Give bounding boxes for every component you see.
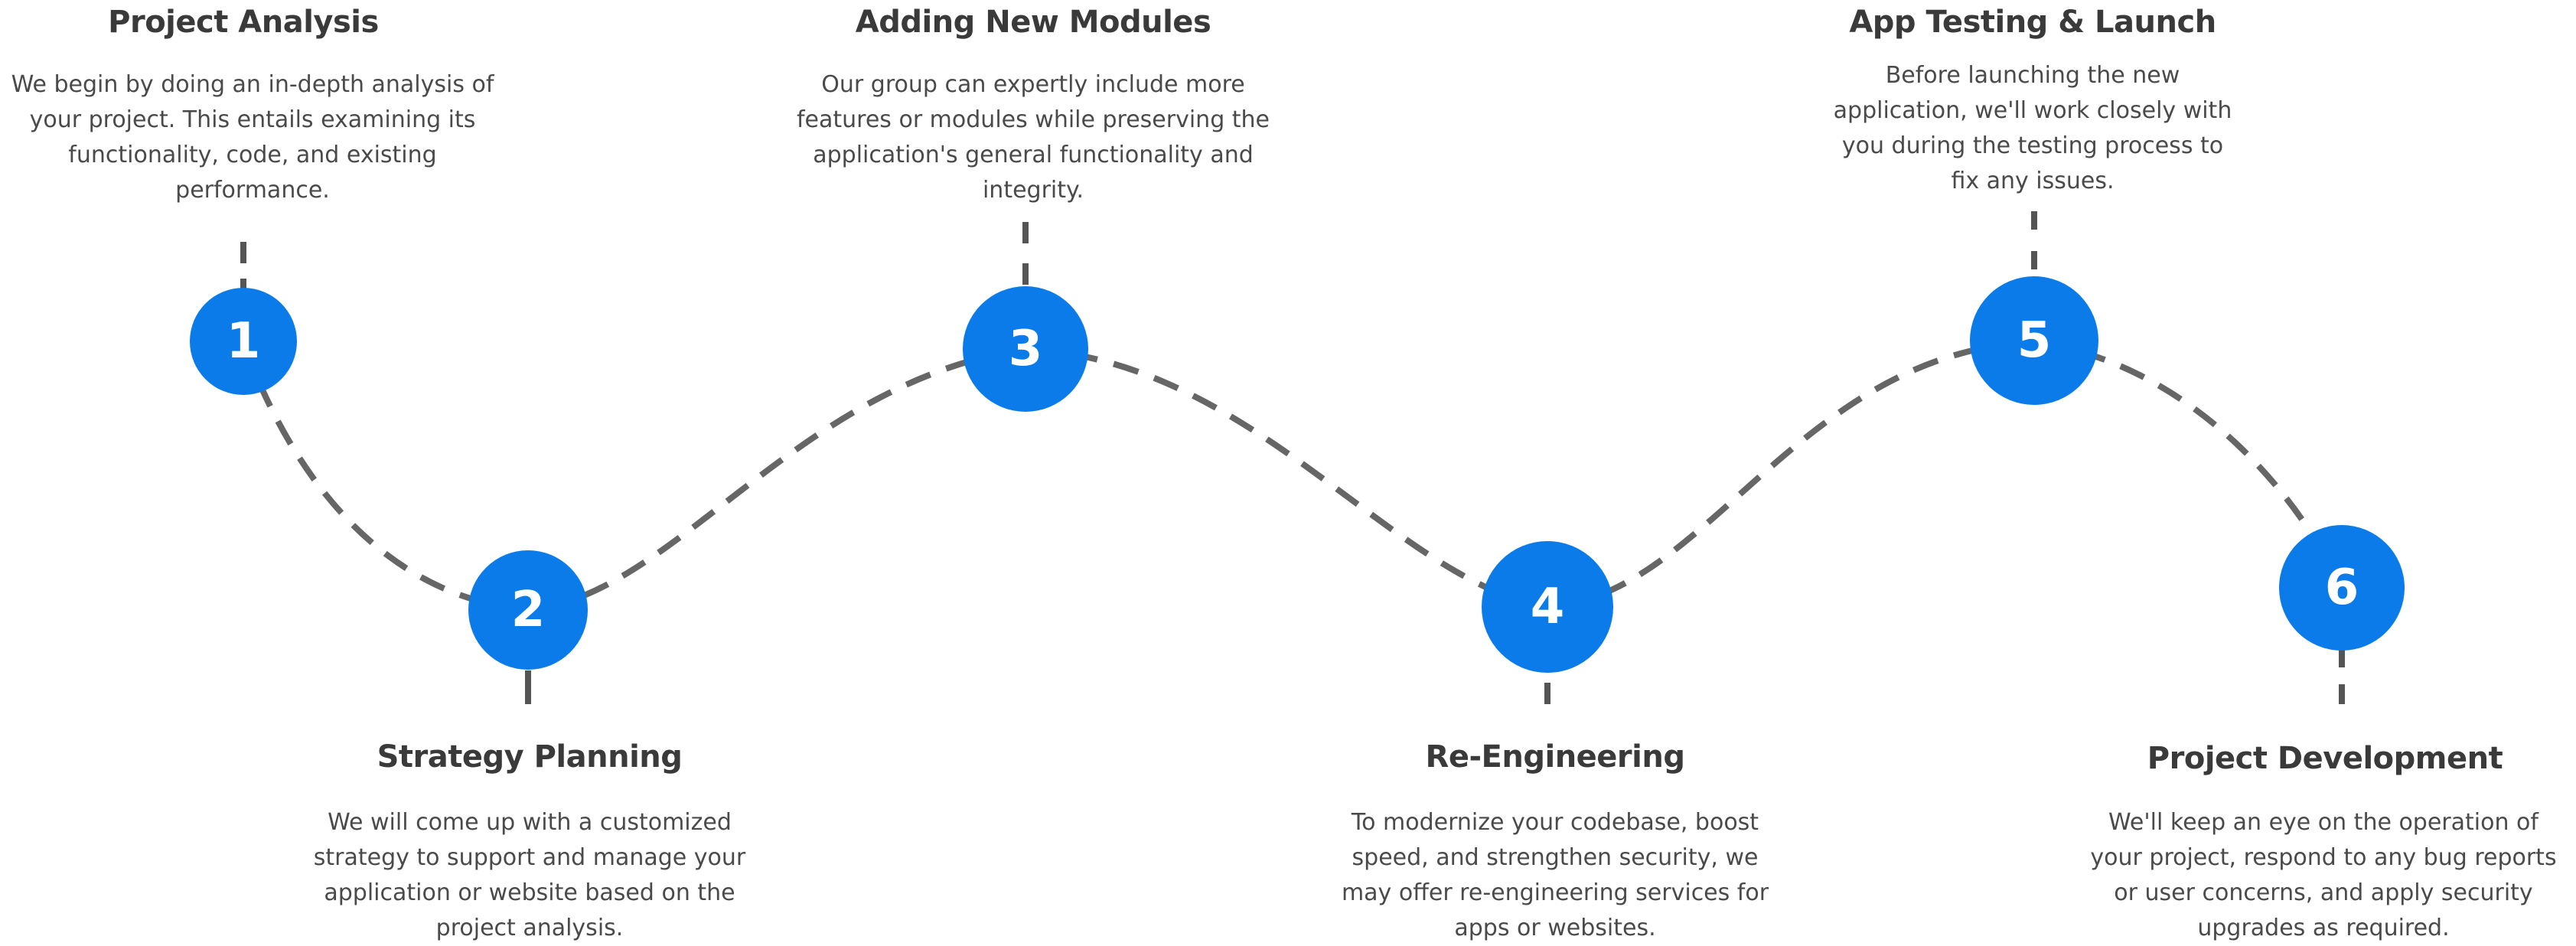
step-description-line: We begin by doing an in-depth analysis o… bbox=[11, 71, 494, 98]
step-number: 2 bbox=[511, 582, 546, 638]
step-title-2: Strategy Planning bbox=[377, 739, 683, 775]
step-description-line: integrity. bbox=[982, 177, 1084, 204]
step-description-line: upgrades as required. bbox=[2197, 915, 2450, 941]
step-description-line: your project. This entails examining its bbox=[29, 106, 476, 133]
step-circle bbox=[2279, 525, 2405, 651]
step-node-4: 4 bbox=[1482, 541, 1613, 673]
step-description-2: We will come up with a customized strate… bbox=[277, 805, 782, 946]
step-circle bbox=[468, 550, 588, 670]
step-description-line: Before launching the new bbox=[1885, 62, 2180, 89]
step-description-line: project analysis. bbox=[435, 915, 624, 941]
step-number: 5 bbox=[2017, 312, 2052, 369]
step-number: 1 bbox=[227, 313, 261, 370]
step-description-line: your project, respond to any bug reports bbox=[2090, 844, 2557, 871]
step-circle bbox=[190, 288, 297, 395]
step-description-line: fix any issues. bbox=[1951, 168, 2115, 194]
step-description-3: Our group can expertly include more feat… bbox=[773, 67, 1293, 208]
step-description-line: strategy to support and manage your bbox=[313, 844, 746, 871]
step-node-5: 5 bbox=[1970, 276, 2098, 405]
step-description-line: you during the testing process to bbox=[1841, 132, 2224, 159]
step-description-line: application's general functionality and bbox=[813, 142, 1254, 168]
step-node-6: 6 bbox=[2279, 525, 2405, 651]
step-description-line: functionality, code, and existing bbox=[68, 142, 437, 168]
step-description-5: Before launching the new application, we… bbox=[1795, 58, 2270, 199]
step-description-line: features or modules while preserving the bbox=[796, 106, 1270, 133]
step-description-6: We'll keep an eye on the operation of yo… bbox=[2071, 805, 2576, 946]
step-node-1: 1 bbox=[190, 288, 297, 395]
step-description-line: or user concerns, and apply security bbox=[2114, 879, 2533, 906]
step-circle bbox=[963, 286, 1088, 412]
step-description-line: Our group can expertly include more bbox=[821, 71, 1245, 98]
step-title-4: Re-Engineering bbox=[1425, 739, 1685, 775]
step-description-line: apps or websites. bbox=[1454, 915, 1656, 941]
step-circle bbox=[1482, 541, 1613, 673]
step-title-5: App Testing & Launch bbox=[1849, 5, 2216, 40]
step-number: 3 bbox=[1009, 321, 1043, 377]
step-description-line: may offer re-engineering services for bbox=[1341, 879, 1769, 906]
step-node-2: 2 bbox=[468, 550, 588, 670]
step-number: 4 bbox=[1531, 579, 1565, 635]
step-number: 6 bbox=[2325, 559, 2359, 616]
step-description-line: performance. bbox=[175, 177, 330, 204]
step-description-line: application, we'll work closely with bbox=[1833, 97, 2232, 124]
step-description-4: To modernize your codebase, boost speed,… bbox=[1295, 805, 1815, 946]
step-description-line: To modernize your codebase, boost bbox=[1351, 809, 1759, 836]
step-title-6: Project Development bbox=[2147, 741, 2503, 776]
step-title-1: Project Analysis bbox=[108, 5, 379, 40]
step-description-line: We will come up with a customized bbox=[328, 809, 732, 836]
step-circle bbox=[1970, 276, 2098, 405]
step-description-line: speed, and strengthen security, we bbox=[1352, 844, 1759, 871]
step-description-line: We'll keep an eye on the operation of bbox=[2108, 809, 2539, 836]
step-title-3: Adding New Modules bbox=[855, 5, 1211, 40]
step-description-1: We begin by doing an in-depth analysis o… bbox=[0, 67, 505, 208]
step-node-3: 3 bbox=[963, 286, 1088, 412]
step-description-line: application or website based on the bbox=[324, 879, 735, 906]
